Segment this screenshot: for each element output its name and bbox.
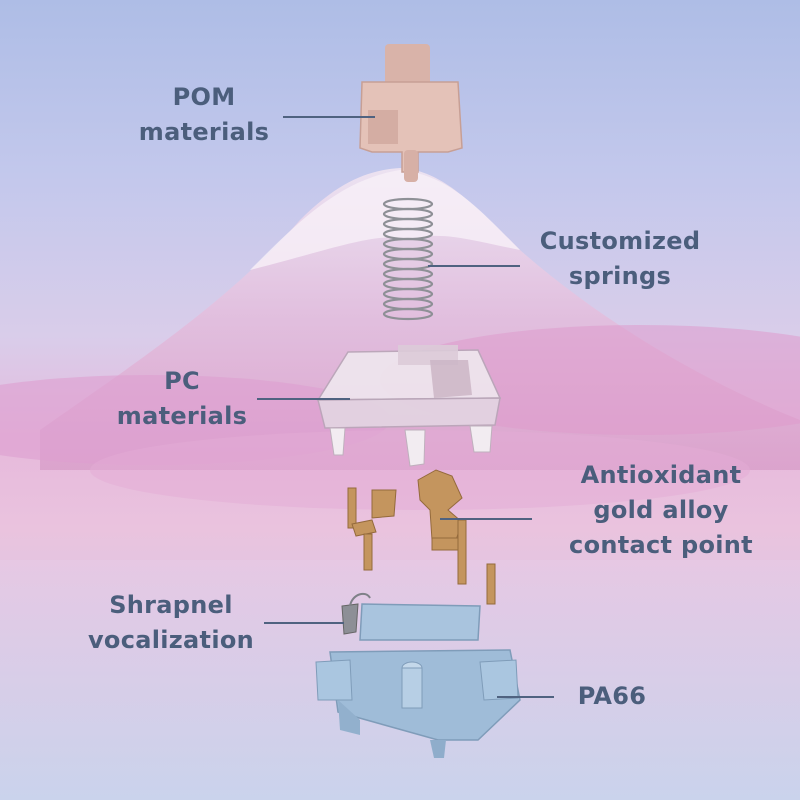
mountain-snow — [250, 170, 520, 270]
springs-callout-line1: Customized — [539, 227, 701, 255]
shrapnel-callout-line1: Shrapnel — [109, 591, 233, 619]
contact-callout-line1: Antioxidant — [580, 461, 742, 489]
pc-callout: PC materials — [108, 364, 256, 434]
bottom-housing-part — [315, 603, 521, 758]
spring-part — [382, 197, 434, 321]
pc-callout-line2: materials — [116, 402, 248, 430]
contact-callout: Antioxidant gold alloy contact point — [548, 458, 774, 563]
pom-callout-line2: materials — [138, 118, 270, 146]
shrapnel-callout-line2: vocalization — [87, 626, 255, 654]
contact-leader-line — [440, 518, 532, 520]
stem-part — [359, 44, 463, 182]
pom-callout-line1: POM — [172, 83, 236, 111]
pa66-callout: PA66 — [562, 679, 662, 714]
springs-leader-line — [428, 265, 520, 267]
shrapnel-leader-line — [264, 622, 344, 624]
cloud-mid — [90, 430, 750, 510]
springs-callout-line2: springs — [568, 262, 672, 290]
pc-leader-line — [257, 398, 350, 400]
springs-callout: Customized springs — [520, 224, 720, 294]
pc-callout-line1: PC — [164, 367, 200, 395]
contact-callout-line2: gold alloy — [593, 496, 729, 524]
shrapnel-part — [341, 592, 371, 635]
pom-callout: POM materials — [130, 80, 278, 150]
contact-callout-line3: contact point — [569, 531, 753, 559]
pa66-callout-line1: PA66 — [577, 682, 647, 710]
gold-contacts-part — [347, 469, 496, 605]
top-housing-part — [316, 345, 502, 467]
pom-leader-line — [283, 116, 375, 118]
shrapnel-callout: Shrapnel vocalization — [80, 588, 262, 658]
pa66-leader-line — [497, 696, 554, 698]
